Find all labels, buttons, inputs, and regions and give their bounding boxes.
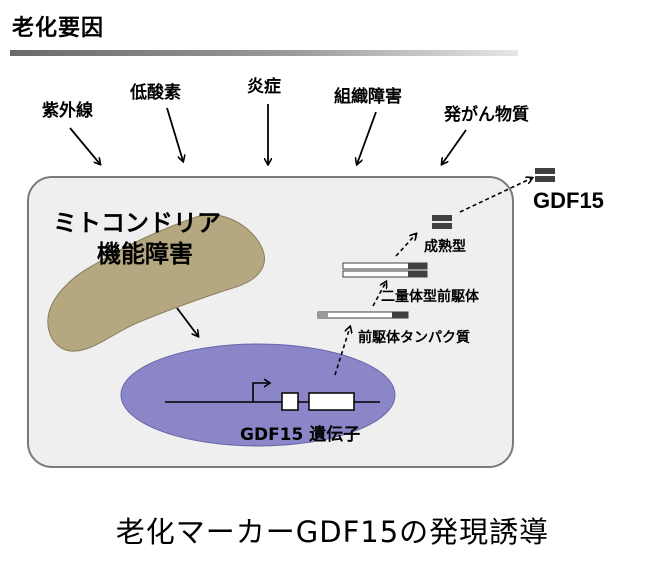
mitochondria-label-line1: ミトコンドリア [53,209,221,237]
arrow-dimer-to-mature [395,234,416,257]
mitochondria-shape [47,214,265,352]
exon-2 [308,392,355,411]
nucleus [120,343,396,447]
arrow-uv [69,127,100,164]
caption: 老化マーカーGDF15の発現誘導 [115,515,550,549]
arrow-mature-to-secreted [459,178,532,213]
exon-1 [281,392,299,411]
secreted-gdf15-label: GDF15 [533,188,604,213]
mature-label: 成熟型 [424,239,466,255]
title-underline [10,50,518,56]
arrow-gene-to-precursor [334,327,350,376]
factor-hypoxia: 低酸素 [130,83,181,103]
gene-label: GDF15 遺伝子 [240,425,361,445]
arrow-precursor-to-dimer [372,282,386,307]
dimer-precursor-label: 二量体型前駆体 [381,289,479,305]
factor-uv: 紫外線 [42,101,93,121]
mitochondria-label-line2: 機能障害 [97,240,193,268]
precursor-label: 前駆体タンパク質 [358,330,470,346]
factor-carcinogen: 発がん物質 [444,105,529,125]
promoter-arrow [252,382,268,402]
arrow-carcinogen [442,129,467,164]
factor-tissue-damage: 組織障害 [334,87,402,107]
arrow-hypoxia [166,107,183,161]
precursor-protein-bar [317,311,409,319]
page-title: 老化要因 [12,16,105,41]
dimer-precursor-bars [342,262,428,278]
arrow-tissue-damage [357,111,377,164]
arrow-mito-to-nucleus [176,307,198,336]
secreted-gdf15-protein [535,168,555,182]
factor-inflammation: 炎症 [247,77,281,97]
mature-protein [432,215,452,229]
